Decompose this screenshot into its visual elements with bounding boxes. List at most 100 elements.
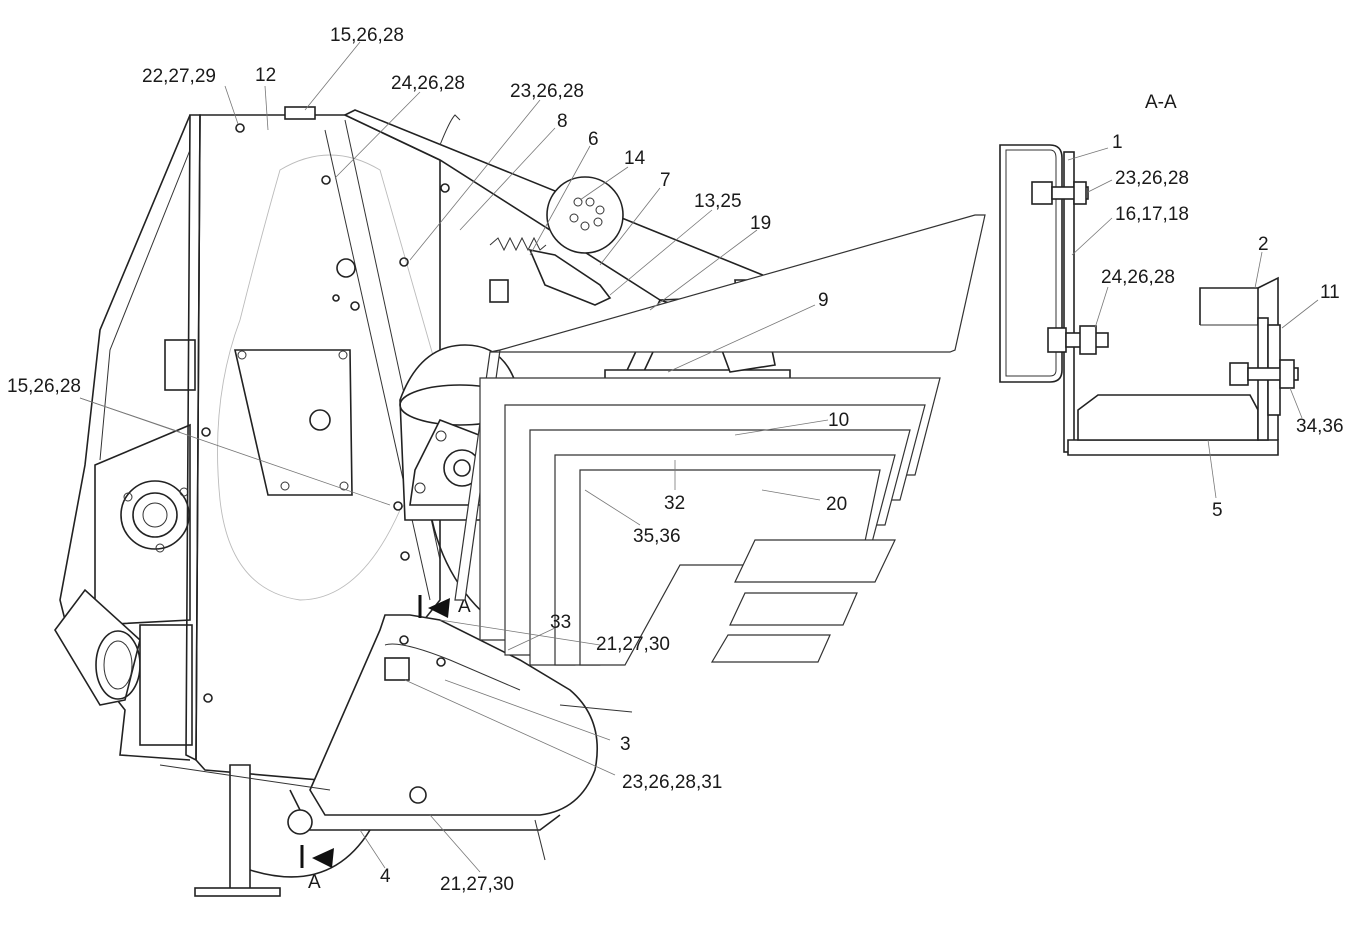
plate-bolt: [321, 175, 331, 185]
plate-bolt: [440, 183, 450, 193]
leader-3: [444, 679, 611, 741]
left-bearing: [164, 339, 196, 391]
upper-bracket: [1199, 287, 1259, 325]
detail-line: [534, 819, 546, 861]
callout-labels: 15,26,28 22,27,29 12 24,26,28 23,26,28 8…: [7, 25, 1344, 895]
cut-arrow: [428, 598, 450, 618]
leader-13-25: [609, 209, 713, 296]
cut-arrow: [312, 848, 334, 868]
reinforcement-line-1: [324, 129, 431, 601]
callout-16-17-18: 16,17,18: [1115, 204, 1189, 225]
callout-8: 8: [557, 111, 568, 132]
callout-22-27-29: 22,27,29: [142, 66, 216, 87]
chevron-outline: [454, 214, 986, 601]
adjuster-hole: [580, 221, 590, 231]
section-view-aa: A-A: [999, 92, 1299, 456]
shield-clamp: [384, 657, 410, 681]
pto-coupling-inner: [103, 640, 133, 690]
gearbox-shaft: [142, 502, 168, 528]
adjuster-hole: [595, 205, 605, 215]
leader-33: [507, 627, 556, 651]
bottom-edge: [159, 764, 331, 791]
flange-bolt: [155, 543, 165, 553]
plate-bolt: [399, 257, 409, 267]
leader-5: [1207, 439, 1217, 499]
coupling-shroud: [139, 624, 193, 746]
plate-boss: [336, 258, 356, 278]
callout-33: 33: [550, 612, 571, 633]
callout-21-27-30-bottom: 21,27,30: [440, 874, 514, 895]
adjuster-disc: [546, 176, 624, 254]
plate-bolt: [201, 427, 211, 437]
hub-bolt: [435, 430, 447, 442]
callout-7: 7: [660, 170, 671, 191]
callout-19: 19: [750, 213, 771, 234]
callout-32: 32: [664, 493, 685, 514]
callout-2: 2: [1258, 234, 1269, 255]
leader-8: [459, 127, 556, 231]
leader-21-27-30-bottom: [429, 814, 481, 873]
adjuster-hole: [569, 213, 579, 223]
plate-bolt: [393, 501, 403, 511]
callout-24-26-28-sec: 24,26,28: [1101, 267, 1175, 288]
cover-bolt: [338, 350, 348, 360]
upper-nut: [1073, 181, 1087, 205]
cover-bolt: [237, 350, 247, 360]
leader-11: [1281, 299, 1319, 329]
flange-bolt: [123, 492, 133, 502]
leader-23-26-28-sec: [1087, 179, 1113, 193]
callout-14: 14: [624, 148, 646, 169]
support-leg: [229, 764, 251, 891]
callout-6: 6: [588, 129, 599, 150]
plate-bolt: [350, 301, 360, 311]
callout-23-26-28-sec: 23,26,28: [1115, 168, 1189, 189]
side-plate-edge: [185, 114, 201, 762]
callout-15-26-28-left: 15,26,28: [7, 376, 81, 397]
base-plate: [1067, 439, 1279, 456]
callout-10: 10: [828, 410, 849, 431]
skid-curve: [249, 829, 371, 878]
adjuster-hole: [585, 197, 595, 207]
callout-13-25: 13,25: [694, 191, 742, 212]
gearbox-flange: [120, 480, 190, 550]
upper-bolt-head: [1031, 181, 1053, 205]
chevron-5: [579, 469, 881, 666]
shield-crease: [384, 643, 521, 691]
callout-11: 11: [1320, 282, 1340, 303]
detail-line: [559, 704, 633, 713]
shield-boss: [409, 786, 427, 804]
leader-24-26-28-sec: [1094, 286, 1109, 329]
callout-23-26-28: 23,26,28: [510, 81, 584, 102]
adjuster-hole: [593, 217, 603, 227]
callout-23-26-28-31: 23,26,28,31: [622, 772, 722, 793]
callout-5: 5: [1212, 500, 1223, 521]
callout-12: 12: [255, 65, 276, 86]
tension-spring: [489, 236, 547, 252]
spring-bracket: [528, 248, 612, 306]
chevron-bar-2: [729, 592, 858, 626]
base-tray: [1077, 394, 1259, 441]
leader-12: [264, 85, 269, 131]
section-mark-bottom: A: [308, 872, 321, 893]
leader-16-17-18: [1071, 217, 1113, 256]
lower-nut: [1079, 325, 1097, 355]
shield-bolt: [436, 657, 446, 667]
side-nut: [1279, 359, 1295, 389]
rotor-hub-center: [453, 459, 471, 477]
cover-bolt: [280, 481, 290, 491]
hub-bolt: [414, 482, 426, 494]
leader-1: [1067, 147, 1109, 161]
leader-6: [529, 145, 591, 256]
adjuster-hole: [573, 197, 583, 207]
leader-20: [761, 489, 821, 501]
u-bracket: [999, 144, 1063, 383]
leader-9: [667, 304, 816, 373]
leader-23-26-28-31: [404, 679, 616, 776]
tensioner-eye: [287, 809, 313, 835]
leader-2: [1254, 251, 1263, 289]
leader-35-36: [584, 489, 641, 526]
lower-shield: [309, 614, 598, 816]
callout-35-36: 35,36: [633, 526, 681, 547]
callout-21-27-30-top: 21,27,30: [596, 634, 670, 655]
